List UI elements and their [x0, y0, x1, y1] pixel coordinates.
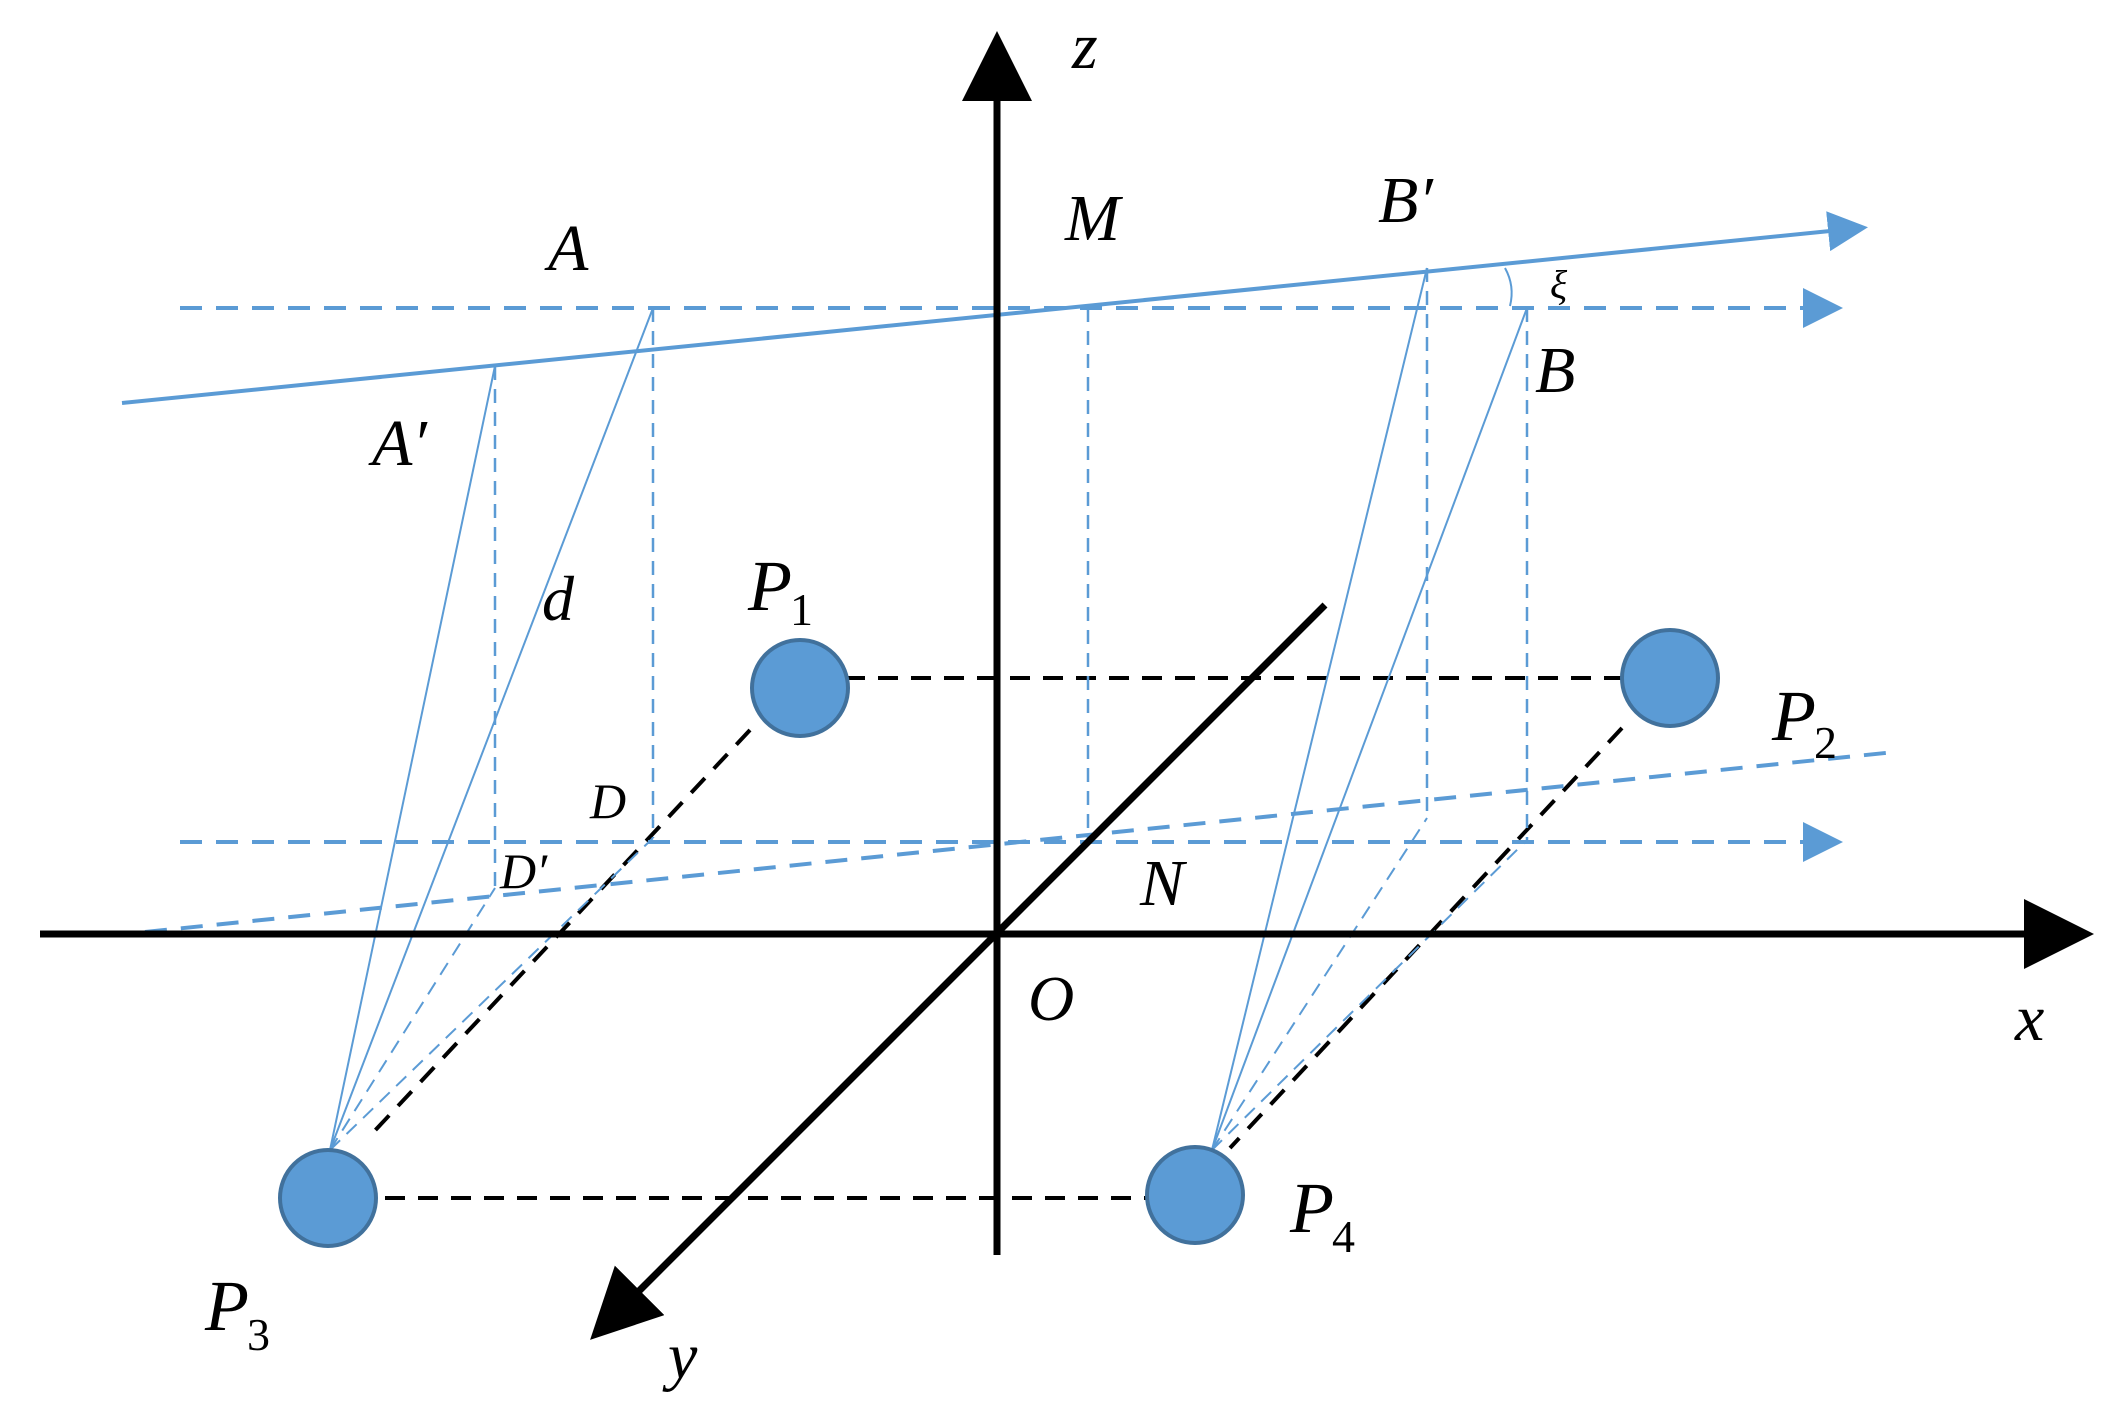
label-p4: P 4 — [1289, 1168, 1355, 1262]
vertical-drop-lines — [493, 268, 1529, 888]
label-b-prime: B′ — [1378, 164, 1434, 237]
p3-to-a — [329, 307, 654, 1151]
origin-label: O — [1028, 963, 1074, 1034]
label-p3-main: P — [204, 1266, 249, 1346]
label-b: B — [1535, 334, 1575, 407]
label-p2-sub: 2 — [1814, 717, 1837, 768]
label-p4-sub: 4 — [1332, 1211, 1355, 1262]
label-p4-main: P — [1289, 1168, 1334, 1248]
label-d-distance: d — [542, 563, 575, 634]
node-p3 — [278, 1148, 378, 1248]
nodes — [278, 628, 1720, 1248]
blue-reference-lines — [144, 288, 1896, 934]
axis-z-label: z — [1071, 10, 1098, 83]
node-p4 — [1145, 1145, 1245, 1245]
label-p1-sub: 1 — [790, 584, 813, 635]
label-p3-sub: 3 — [247, 1309, 270, 1360]
p3-to-d-prime — [329, 887, 496, 1151]
label-a: A — [544, 212, 589, 285]
p3-to-d — [329, 837, 654, 1151]
y-axis — [590, 602, 1328, 1340]
label-p1-main: P — [747, 546, 792, 626]
label-n: N — [1139, 847, 1188, 920]
p3-to-a-prime — [329, 365, 496, 1151]
label-p2-main: P — [1771, 676, 1816, 756]
p4-to-b-prime — [1211, 267, 1428, 1151]
label-xi: ξ — [1550, 262, 1568, 307]
upper-tilted-line — [121, 211, 1868, 405]
label-m: M — [1064, 182, 1124, 255]
axis-x-label: x — [2014, 982, 2044, 1055]
label-a-prime: A′ — [368, 407, 428, 480]
p4-to-b-prime-foot — [1211, 817, 1428, 1151]
p4-projection-lines — [1211, 267, 1528, 1151]
lower-tilted-line — [144, 750, 1896, 934]
p4-to-b — [1211, 307, 1528, 1151]
label-d-prime: D′ — [499, 843, 548, 899]
axes — [40, 31, 2094, 1340]
label-p3: P 3 — [204, 1266, 270, 1360]
label-p2: P 2 — [1771, 676, 1837, 768]
label-p1: P 1 — [747, 546, 813, 635]
axis-y-label: y — [662, 1320, 698, 1393]
node-p1 — [750, 638, 850, 738]
node-p2 — [1620, 628, 1720, 728]
label-d: D — [589, 773, 626, 829]
frame-p2-p4 — [1228, 726, 1624, 1150]
p4-to-b-foot — [1211, 839, 1528, 1151]
xi-angle-arc — [1504, 267, 1513, 307]
